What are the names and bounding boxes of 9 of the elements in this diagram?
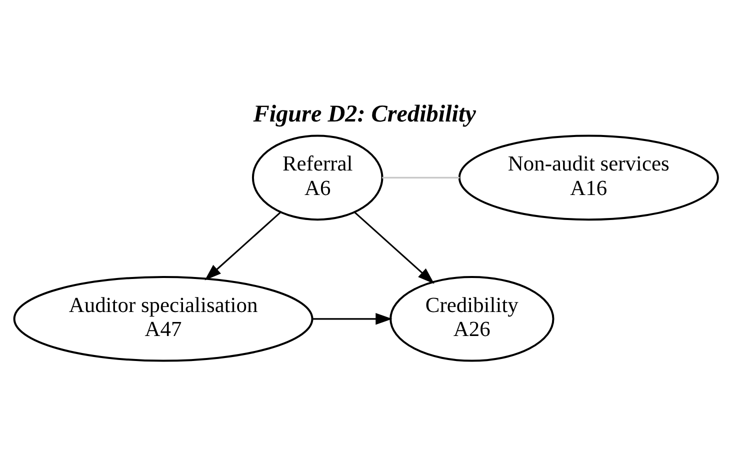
node-ellipse: Auditor specialisation A47 [13,275,314,362]
connector [382,176,460,178]
node-ellipse: Non-audit services A16 [458,134,719,220]
arrow [354,211,434,284]
arrow [312,312,392,324]
node-ellipse: Referral A6 [252,134,384,220]
node-ellipse: Credibility A26 [390,275,554,362]
arrow [204,211,282,280]
diagram-title: Figure D2: Credibility [253,100,476,128]
